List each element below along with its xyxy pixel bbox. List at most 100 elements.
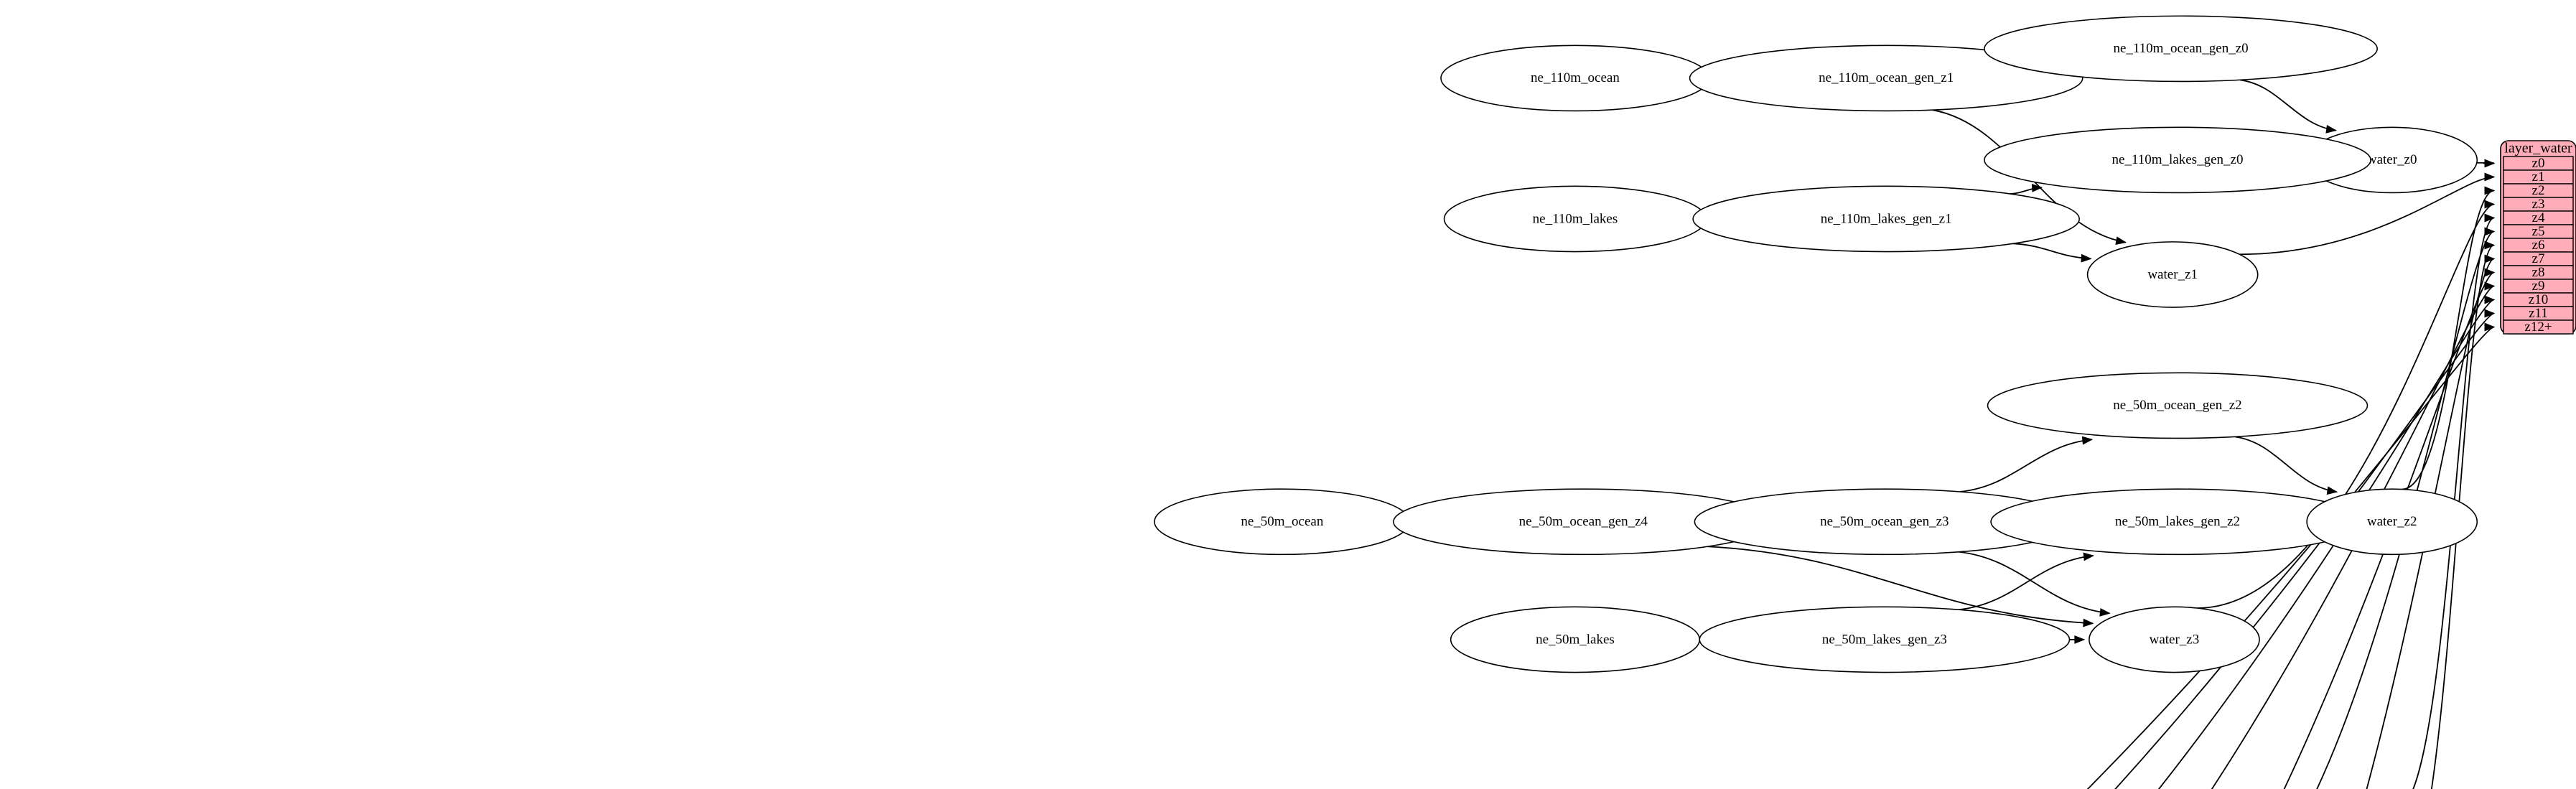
node-shape-ne_110m_lakes_gen_z1[interactable] [1692,185,2080,253]
edge-arrowhead [2325,124,2337,134]
layer-water-row-label-z3: z3 [2532,197,2545,212]
node-label-ne_50m_ocean: ne_50m_ocean [1241,514,1324,529]
node-label-ne_110m_ocean_gen_z1: ne_110m_ocean_gen_z1 [1819,70,1954,85]
edge-arrowhead [2484,281,2496,291]
layer-water-row-label-z9: z9 [2532,279,2545,294]
edge-water_z11-to-layer-z11 [2114,312,2495,789]
edge-arrowhead [2099,607,2111,617]
edge-ne_50m_ocean_gen_z3-to-ne_50m_ocean_gen_z2 [1960,439,2092,492]
edge-ne_110m_ocean_gen_z0-to-water_z0 [2239,79,2336,131]
edge-water_z9-to-layer-z9 [2211,285,2495,789]
node-label-ne_110m_lakes_gen_z1: ne_110m_lakes_gen_z1 [1821,211,1952,226]
edge-arrowhead [2083,552,2094,561]
node-ne_50m_ocean_gen_z3[interactable]: ne_50m_ocean_gen_z3 [1694,488,2076,556]
node-label-ne_110m_ocean: ne_110m_ocean [1531,70,1620,85]
layer-water-row-label-z11: z11 [2529,306,2548,321]
edge-ne_50m_lakes_gen_z3-to-ne_50m_lakes_gen_z2 [1959,555,2094,611]
edge-water_z1-to-layer-z1 [2239,176,2495,256]
node-label-water_z3: water_z3 [2150,632,2200,647]
edge-arrowhead [2484,309,2496,318]
node-label-ne_110m_lakes_gen_z0: ne_110m_lakes_gen_z0 [2112,152,2244,167]
node-ne_50m_lakes[interactable]: ne_50m_lakes [1450,606,1701,673]
edge-ne_50m_ocean_gen_z2-to-water_z2 [2235,436,2338,493]
layer-water-title: layer_water [2504,141,2572,157]
edge-arrowhead [2031,183,2043,192]
node-ne_110m_lakes_gen_z1[interactable]: ne_110m_lakes_gen_z1 [1692,185,2080,253]
edge-water_z10-to-layer-z10 [2157,299,2495,789]
edge-arrowhead [2484,200,2496,209]
node-water_z3[interactable]: water_z3 [2089,606,2260,673]
edge-arrowhead [2484,241,2496,250]
layer-water-row-label-z0: z0 [2532,156,2545,171]
node-water_z1[interactable]: water_z1 [2086,241,2259,308]
node-label-ne_50m_lakes_gen_z2: ne_50m_lakes_gen_z2 [2115,514,2240,529]
edge-arrowhead [2484,295,2496,304]
node-ne_50m_ocean_gen_z2[interactable]: ne_50m_ocean_gen_z2 [1987,372,2369,439]
layer-water-row-label-z12+: z12+ [2524,319,2552,335]
node-shape-water_z3[interactable] [2089,606,2260,673]
edge-arrowhead [2484,268,2496,277]
edge-arrowhead [2083,618,2094,627]
edge-water_z6-to-layer-z6 [2430,244,2495,789]
node-ne_110m_lakes[interactable]: ne_110m_lakes [1443,185,1707,253]
edge-arrowhead [2484,322,2496,332]
edge-ne_110m_lakes_gen_z1-to-water_z1 [2012,243,2091,260]
node-ne_110m_ocean_gen_z0[interactable]: ne_110m_ocean_gen_z0 [1984,15,2378,83]
layer-water-row-label-z8: z8 [2532,265,2545,280]
edge-water_z3-to-layer-z3 [2197,203,2495,609]
node-shape-ne_110m_lakes_gen_z0[interactable] [1984,126,2371,194]
node-ne_50m_lakes_gen_z2[interactable]: ne_50m_lakes_gen_z2 [1990,488,2365,556]
node-label-ne_50m_ocean_gen_z3: ne_50m_ocean_gen_z3 [1820,514,1949,529]
edges-layer [1387,60,2496,789]
node-label-ne_50m_ocean_gen_z2: ne_50m_ocean_gen_z2 [2113,398,2241,413]
node-water_z2[interactable]: water_z2 [2306,488,2478,556]
node-label-ne_110m_lakes: ne_110m_lakes [1533,211,1618,226]
layer-water-row-label-z6: z6 [2532,238,2545,253]
node-shape-ne_110m_ocean_gen_z1[interactable] [1689,45,2083,112]
node-label-ne_50m_lakes_gen_z3: ne_50m_lakes_gen_z3 [1822,632,1947,647]
edge-arrowhead [2484,254,2496,263]
node-ne_50m_lakes_gen_z3[interactable]: ne_50m_lakes_gen_z3 [1699,606,2071,673]
node-label-ne_50m_ocean_gen_z4: ne_50m_ocean_gen_z4 [1519,514,1648,529]
edge-arrowhead [2484,172,2496,182]
node-shape-water_z2[interactable] [2306,488,2478,556]
edge-arrowhead [2484,159,2496,168]
edge-arrowhead [2081,436,2094,445]
node-ne_50m_ocean[interactable]: ne_50m_ocean [1154,488,1411,556]
layer-water-table[interactable]: layer_waterz0z1z2z3z4z5z6z7z8z9z10z11z12… [2500,140,2576,335]
edge-arrowhead [2074,635,2086,644]
edge-arrowhead [2484,227,2496,236]
node-shape-ne_110m_ocean_gen_z0[interactable] [1984,15,2378,83]
node-label-water_z1: water_z1 [2147,267,2198,282]
node-ne_110m_lakes_gen_z0[interactable]: ne_110m_lakes_gen_z0 [1984,126,2371,194]
node-label-water_z2: water_z2 [2367,514,2417,529]
layer-water-row-z12+[interactable] [2503,319,2574,335]
node-label-water_z0: water_z0 [2367,152,2417,167]
edge-water_z12-to-layer-z12+ [2086,326,2495,789]
node-shape-ne_50m_ocean_gen_z2[interactable] [1987,372,2369,439]
edge-arrowhead [2326,486,2338,495]
edge-arrowhead [2115,236,2127,246]
edge-water_z7-to-layer-z7 [2366,258,2495,789]
edge-ne_50m_ocean_gen_z3-to-water_z3 [1958,551,2110,615]
layer-water-row-label-z1: z1 [2532,169,2545,185]
edge-arrowhead [2081,253,2092,263]
layer-water-row-label-z7: z7 [2532,251,2545,266]
node-shape-water_z1[interactable] [2086,241,2259,308]
nodes-layer: imposm3osm_water_polygonosm_ocean_polygo… [1154,15,2478,673]
layer-water-row-label-z5: z5 [2532,224,2545,239]
edge-arrowhead [2484,213,2496,223]
edge-ne_50m_ocean_gen_z4-to-water_z3 [1707,546,2094,625]
layer-water-row-label-z2: z2 [2532,183,2545,198]
node-label-ne_50m_lakes: ne_50m_lakes [1536,632,1615,647]
layer-water-row-label-z10: z10 [2529,292,2548,307]
edge-water_z2-to-layer-z2 [2402,190,2495,490]
node-ne_110m_ocean_gen_z1[interactable]: ne_110m_ocean_gen_z1 [1689,45,2083,112]
node-label-ne_110m_ocean_gen_z0: ne_110m_ocean_gen_z0 [2113,41,2248,56]
layer-water-row-label-z4: z4 [2532,210,2545,225]
edge-water_z5-to-layer-z5 [2316,230,2495,789]
node-ne_110m_ocean[interactable]: ne_110m_ocean [1440,45,1710,112]
node-shape-ne_50m_lakes_gen_z3[interactable] [1699,606,2071,673]
